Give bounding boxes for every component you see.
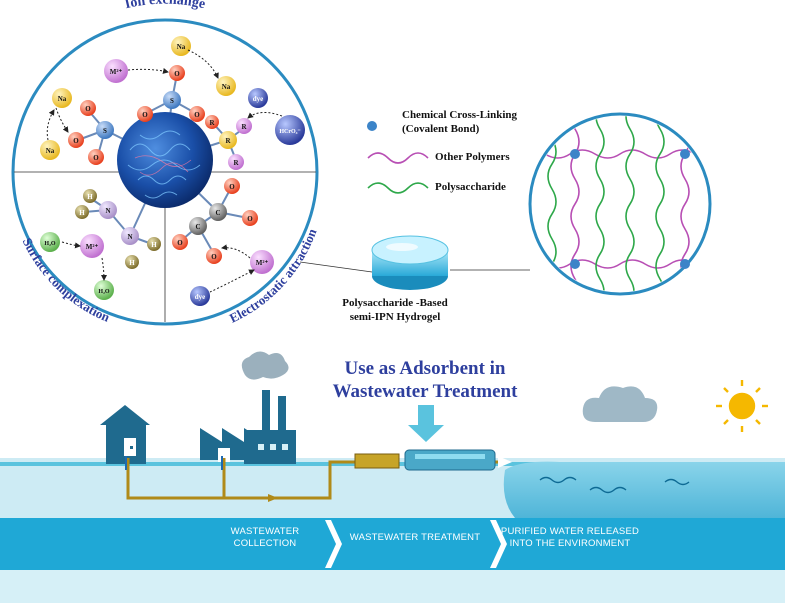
svg-text:M²⁺: M²⁺: [86, 243, 99, 251]
svg-text:dye: dye: [195, 293, 206, 301]
treatment-tank-icon: [354, 449, 512, 471]
svg-text:Na: Na: [222, 83, 231, 91]
factory-icon: [200, 351, 296, 464]
svg-text:Na: Na: [177, 43, 186, 51]
svg-text:R: R: [209, 119, 215, 127]
svg-text:Na: Na: [46, 147, 55, 155]
svg-text:C: C: [215, 209, 220, 217]
svg-text:Ion exchange: Ion exchange: [123, 0, 206, 12]
svg-text:H: H: [79, 209, 85, 217]
svg-text:O: O: [85, 105, 91, 113]
svg-text:O: O: [93, 154, 99, 162]
svg-text:O: O: [142, 111, 148, 119]
svg-text:H₂O: H₂O: [44, 241, 55, 247]
svg-text:C: C: [195, 223, 200, 231]
svg-text:M²⁺: M²⁺: [110, 68, 123, 76]
wastewater-treatment-scene: [0, 351, 785, 603]
semi-ipn-network-diagram: [528, 112, 712, 296]
other-polymer-line-icon: [367, 152, 429, 164]
sun-icon: [716, 380, 768, 432]
svg-text:O: O: [174, 70, 180, 78]
adsorption-mechanism-diagram: S O O O Na M²⁺ Na dye HCrO₄⁻ S O O O Na …: [11, 0, 320, 326]
ion-exchange-label: Ion exchange: [123, 0, 206, 12]
svg-text:R: R: [225, 137, 231, 145]
svg-text:R: R: [241, 123, 247, 131]
svg-text:O: O: [211, 253, 217, 261]
svg-text:H₂O: H₂O: [98, 289, 109, 295]
svg-text:H: H: [129, 259, 135, 267]
svg-text:N: N: [105, 207, 110, 215]
svg-text:R: R: [233, 159, 239, 167]
svg-text:Na: Na: [58, 95, 67, 103]
legend: [367, 121, 429, 194]
svg-text:O: O: [194, 111, 200, 119]
house-icon: [100, 405, 150, 464]
svg-text:H: H: [87, 193, 93, 201]
svg-text:dye: dye: [253, 95, 264, 103]
svg-text:O: O: [177, 239, 183, 247]
stage-wastewater-collection: WASTEWATER COLLECTION: [230, 526, 300, 549]
svg-text:HCrO₄⁻: HCrO₄⁻: [279, 129, 300, 135]
svg-text:M²⁺: M²⁺: [256, 259, 269, 267]
hydrogel-disc-icon: [371, 235, 449, 290]
svg-text:H: H: [151, 241, 157, 249]
legend-other-polymers: Other Polymers: [435, 151, 510, 163]
svg-text:O: O: [247, 215, 253, 223]
diagram-title: Use as Adsorbent in Wastewater Treatment: [332, 358, 518, 402]
svg-text:O: O: [229, 183, 235, 191]
svg-text:S: S: [103, 127, 107, 135]
stage-wastewater-treatment: WASTEWATER TREATMENT: [349, 532, 481, 543]
stage-purified-water-released: PURIFIED WATER RELEASED INTO THE ENVIRON…: [500, 526, 640, 549]
down-arrow-icon: [408, 405, 444, 442]
polysaccharide-line-icon: [367, 182, 429, 194]
crosslink-dot-icon: [367, 121, 377, 131]
legend-polysaccharide: Polysaccharide: [435, 181, 506, 193]
legend-crosslink: Chemical Cross-Linking (Covalent Bond): [402, 109, 518, 135]
atom-s: S: [170, 97, 174, 105]
cloud-rain-icon: [582, 386, 658, 448]
svg-text:N: N: [127, 233, 132, 241]
svg-text:O: O: [73, 137, 79, 145]
hydrogel-label: Polysaccharide -Based semi-IPN Hydrogel: [342, 297, 448, 323]
